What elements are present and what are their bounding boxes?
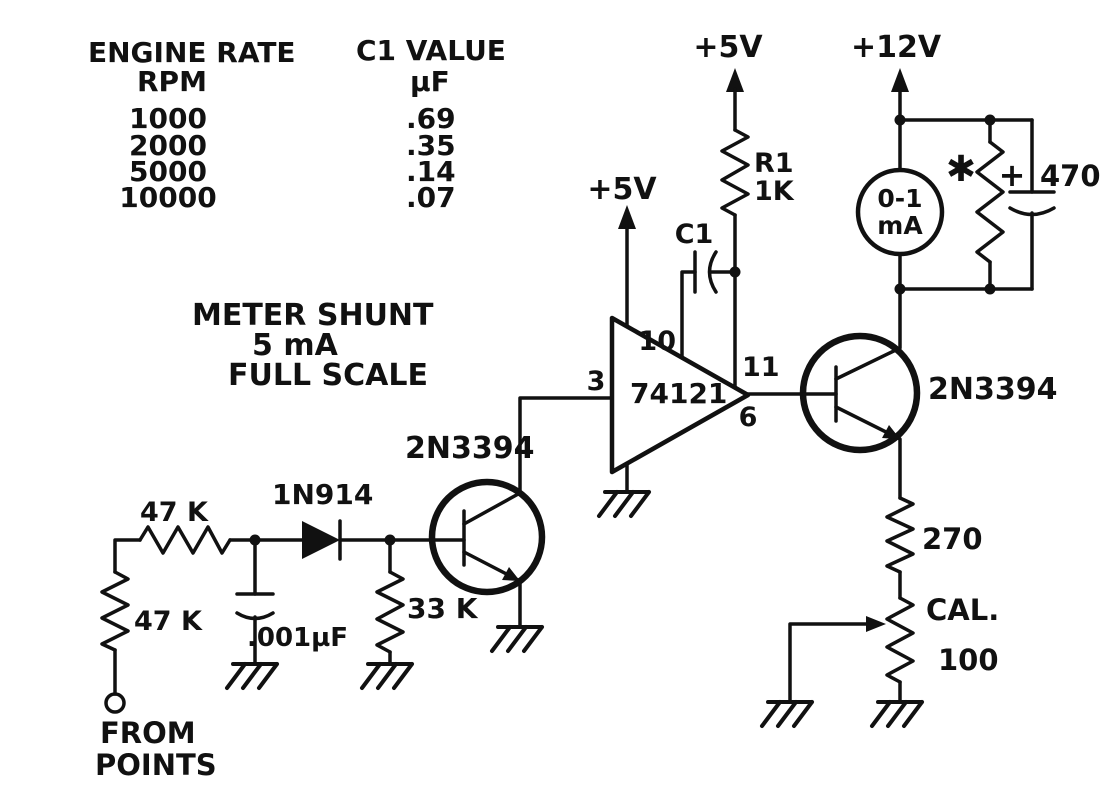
ic-74121: +5V 74121 3 10 11 6 C1 +5V R1 1K	[587, 30, 795, 518]
table-row: 5000 .14	[129, 155, 456, 188]
ground-symbol	[490, 625, 544, 653]
junction-dot	[729, 266, 741, 278]
potentiometer-cal	[885, 596, 915, 684]
resistor-33k	[375, 570, 405, 654]
input-network: 47 K 47 K .001µF 1N914 33 K FROM POINTS	[95, 478, 479, 782]
q1-emitter-arrow	[502, 567, 520, 581]
meter-range-label: 0-1	[877, 184, 922, 213]
wire-pin10	[680, 270, 697, 360]
c1-cell: .07	[406, 181, 456, 214]
pot-wiper	[788, 622, 870, 702]
col-header-rpm: RPM	[137, 65, 207, 98]
ground-symbol	[360, 662, 414, 690]
supply-arrow-5v-ic	[618, 205, 636, 229]
resistor-47k-shunt	[100, 570, 130, 652]
transistor-q2: 2N3394	[746, 287, 1057, 500]
resistor-47k-series-label: 47 K	[140, 497, 209, 528]
junction-dot	[249, 534, 261, 546]
rpm-cell: 5000	[129, 155, 207, 188]
input-label-points: POINTS	[95, 748, 217, 782]
input-label-from: FROM	[100, 716, 196, 750]
resistor-47k-series	[138, 525, 232, 555]
meter-shunt-note: METER SHUNT 5 mA FULL SCALE	[192, 298, 434, 393]
junction-dot	[894, 283, 906, 295]
col-header-c1-value: C1 VALUE	[356, 34, 506, 67]
resistor-star	[975, 140, 1005, 264]
supply-arrow-5v-r1	[726, 68, 744, 92]
supply-12v-label: +12V	[851, 30, 942, 65]
table-row: 2000 .35	[129, 129, 456, 162]
resistor-r1-name: R1	[754, 148, 794, 179]
resistor-47k-shunt-label: 47 K	[134, 606, 203, 637]
junction-dot	[984, 283, 996, 295]
capacitor-470-value: 470	[1040, 159, 1101, 193]
diode-1n914	[302, 521, 340, 559]
note-line: METER SHUNT	[192, 298, 434, 333]
pot-value-label: 100	[938, 643, 999, 677]
meter-body	[855, 167, 945, 257]
pin-10-label: 10	[638, 326, 676, 357]
q1-label: 2N3394	[405, 431, 534, 466]
meter-network: +12V ✱ + 470 0-1 mA	[851, 30, 1101, 295]
ground-symbol	[597, 490, 651, 518]
resistor-r1-value: 1K	[754, 176, 795, 207]
q2-emitter-arrow	[882, 425, 900, 439]
capacitor-001uf-label: .001µF	[247, 623, 348, 653]
rpm-c1-table: ENGINE RATE RPM C1 VALUE µF 1000 .69 200…	[88, 34, 506, 214]
q2-label: 2N3394	[928, 372, 1057, 407]
c1-cell: .69	[406, 102, 456, 135]
c1-cell: .14	[406, 155, 456, 188]
transistor-q1: 2N3394	[388, 396, 614, 653]
pot-wiper-arrow	[866, 616, 886, 632]
supply-arrow-12v	[891, 68, 909, 92]
note-line: FULL SCALE	[228, 358, 428, 393]
col-header-uf: µF	[410, 65, 450, 98]
resistor-270	[885, 496, 915, 574]
capacitor-470-polarity: +	[999, 156, 1026, 194]
table-row: 1000 .69	[129, 102, 456, 135]
input-terminal	[104, 692, 126, 714]
ic-74121-triangle	[609, 315, 751, 475]
junction-dot	[894, 114, 906, 126]
q1-collector	[462, 396, 614, 526]
pin-3-label: 3	[587, 366, 606, 397]
q2-collector	[834, 287, 902, 381]
capacitor-470	[1008, 190, 1056, 217]
c1-cell: .35	[406, 129, 456, 162]
supply-5v-ic-label: +5V	[587, 172, 657, 207]
capacitor-c1-label: C1	[675, 219, 714, 250]
resistor-33k-label: 33 K	[407, 592, 479, 625]
ic-74121-label: 74121	[630, 377, 727, 410]
q1-body	[428, 478, 546, 596]
wire-shunt-top	[113, 538, 142, 574]
pin-6-label: 6	[739, 402, 758, 433]
ground-symbol	[870, 700, 924, 728]
meter-unit-label: mA	[877, 211, 923, 240]
junction-dot	[984, 114, 996, 126]
note-line: 5 mA	[252, 328, 339, 363]
pin-11-label: 11	[742, 352, 780, 383]
col-header-engine-rate: ENGINE RATE	[88, 36, 296, 69]
resistor-270-label: 270	[922, 522, 983, 556]
rpm-cell: 1000	[129, 102, 207, 135]
ground-symbol	[760, 700, 814, 728]
pot-cal-label: CAL.	[926, 593, 999, 627]
rpm-cell: 2000	[129, 129, 207, 162]
cal-network: 270 CAL. 100	[760, 496, 999, 728]
rpm-cell: 10000	[119, 181, 216, 214]
ground-symbol	[225, 662, 279, 690]
table-row: 10000 .07	[119, 181, 455, 214]
capacitor-001uf	[235, 592, 275, 621]
supply-5v-r1-label: +5V	[693, 30, 763, 65]
diode-1n914-label: 1N914	[272, 478, 373, 511]
resistor-r1	[720, 128, 750, 217]
star-marker: ✱	[946, 149, 976, 190]
